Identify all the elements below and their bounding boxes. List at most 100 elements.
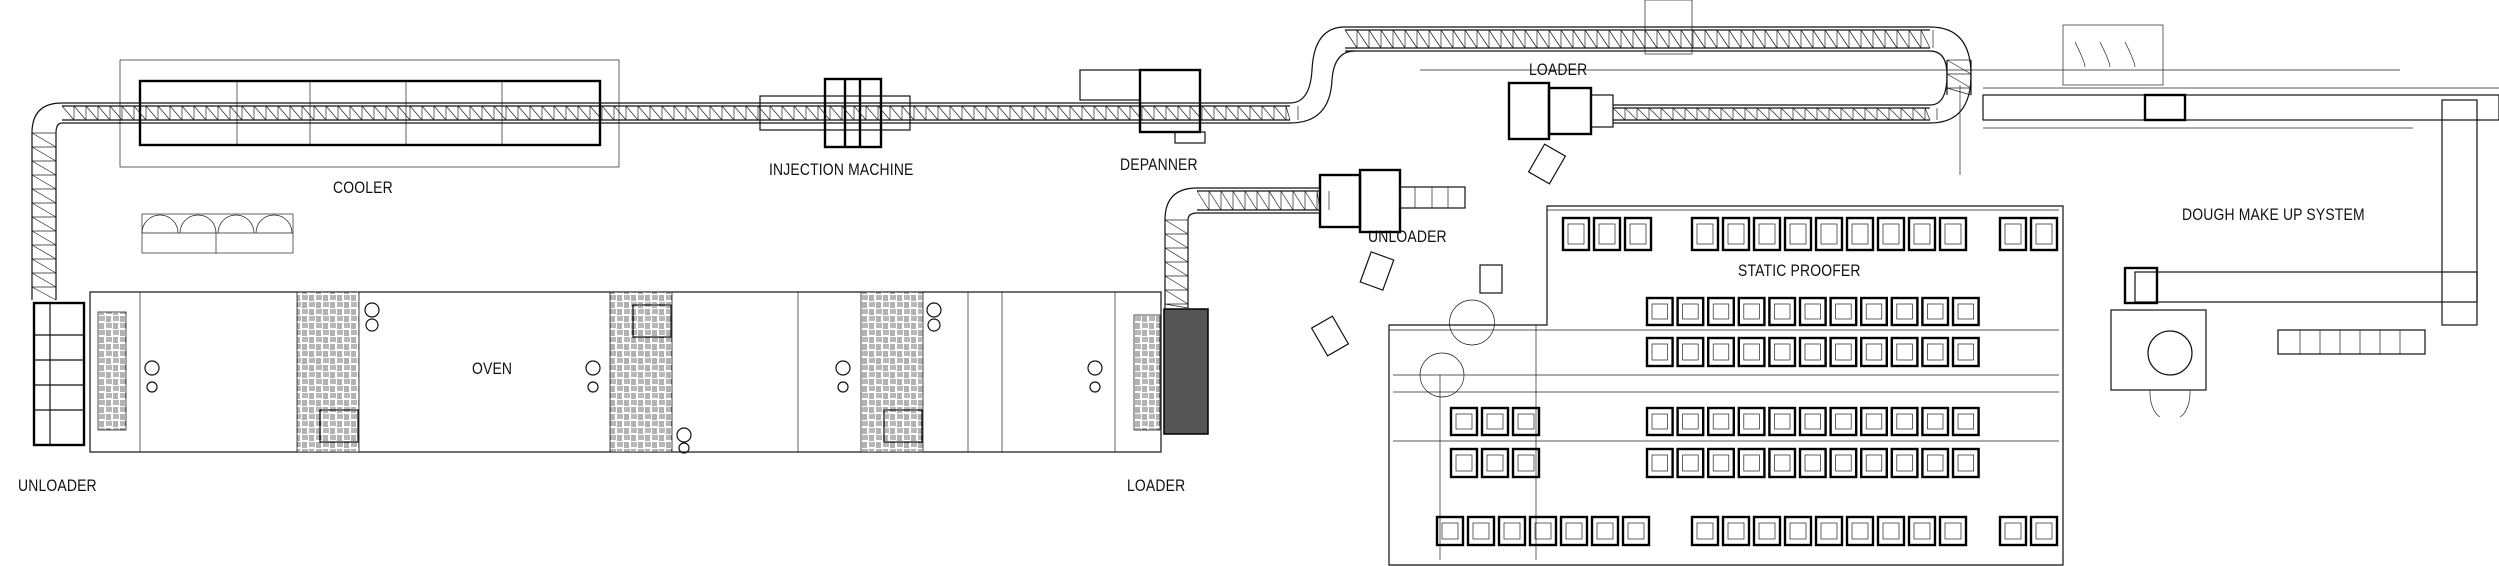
- proofer-cart: [1859, 447, 1888, 479]
- proofer-cart: [1449, 406, 1479, 437]
- proofer-cart: [1938, 216, 1968, 252]
- proofer-cart: [1592, 216, 1622, 252]
- proofer-cart: [1829, 406, 1858, 437]
- proofer-cart: [1435, 515, 1465, 547]
- proofer-cart: [1998, 216, 2028, 252]
- proofer-cart: [1829, 296, 1858, 327]
- proofer-cart: [1676, 447, 1705, 479]
- proofer-cart: [1590, 515, 1620, 547]
- proofer-cart: [1890, 447, 1919, 479]
- conveyor-bend-right: [1164, 187, 1198, 221]
- proofer-cart: [1921, 406, 1950, 437]
- conveyor-rise: [1289, 26, 1356, 124]
- proofer-cart: [1559, 515, 1589, 547]
- proofer-cart: [1845, 216, 1875, 252]
- conveyor-bend-left: [31, 102, 63, 134]
- proofer-cart: [1921, 447, 1950, 479]
- label-loader-top: LOADER: [1529, 60, 1588, 79]
- proofer-cart: [1690, 216, 1720, 252]
- proofer-cart: [1528, 515, 1558, 547]
- proofer-cart: [1737, 296, 1766, 327]
- proofer-cart: [1511, 447, 1541, 479]
- proofer-cart: [1890, 406, 1919, 437]
- proofer-cart: [1814, 515, 1844, 547]
- proofer-cart: [1706, 336, 1735, 368]
- label-oven: OVEN: [472, 359, 513, 378]
- main-conveyor: [61, 102, 1299, 124]
- injection-machine: [759, 77, 911, 149]
- proofer-cart: [2029, 216, 2059, 252]
- loader-infeed-conveyor: [1612, 104, 1938, 124]
- proofer-cart: [1890, 336, 1919, 368]
- proofer-cart: [1645, 447, 1674, 479]
- label-dough-make-up-system: DOUGH MAKE UP SYSTEM: [2182, 205, 2365, 224]
- proofer-cart: [1921, 336, 1950, 368]
- proofer-cart: [1706, 447, 1735, 479]
- depanner: [1079, 68, 1206, 144]
- proofer-cart: [1845, 515, 1875, 547]
- proofer-cart: [1768, 296, 1797, 327]
- proofer-cart: [1561, 216, 1591, 252]
- proofer-cart: [1706, 296, 1735, 327]
- label-cooler: COOLER: [333, 178, 393, 197]
- proofer-cart: [1497, 515, 1527, 547]
- proofer-cart: [1768, 447, 1797, 479]
- proofer-cart: [1737, 406, 1766, 437]
- proofer-cart: [1951, 447, 1980, 479]
- label-loader-bottom: LOADER: [1127, 476, 1186, 495]
- proofer-cart: [1921, 296, 1950, 327]
- label-injection-machine: INJECTION MACHINE: [769, 160, 914, 179]
- proofer-cart: [1907, 515, 1937, 547]
- left-vertical-conveyor: [31, 132, 57, 301]
- proofer-cart: [2029, 515, 2059, 547]
- proofer-cart: [1876, 216, 1906, 252]
- proofer-cart: [1829, 336, 1858, 368]
- proofer-cart: [1511, 406, 1541, 437]
- cooler: [119, 59, 620, 168]
- proofer-cart: [1706, 406, 1735, 437]
- proofer-cart: [1951, 296, 1980, 327]
- proofer-cart: [1623, 216, 1653, 252]
- loader-top-machine: [1507, 81, 1614, 185]
- proofer-cart: [1480, 447, 1510, 479]
- label-static-proofer: STATIC PROOFER: [1738, 261, 1861, 280]
- proofer-cart: [1783, 216, 1813, 252]
- unloader-mid-conveyor: [1196, 187, 1330, 214]
- proofer-cart: [1951, 336, 1980, 368]
- proofer-cart: [1798, 336, 1827, 368]
- proofer-cart: [1783, 515, 1813, 547]
- proofer-cart: [1466, 515, 1496, 547]
- proofer-cart: [1721, 515, 1751, 547]
- proofer-cart: [1768, 406, 1797, 437]
- proofer-cart: [1859, 406, 1888, 437]
- proofer-cart: [1676, 296, 1705, 327]
- oven: [89, 291, 1162, 454]
- proofer-cart: [1998, 515, 2028, 547]
- proofer-cart: [1752, 515, 1782, 547]
- proofer-cart: [1480, 406, 1510, 437]
- proofer-cart: [1798, 296, 1827, 327]
- proofer-cart: [1876, 515, 1906, 547]
- proofer-cart: [1621, 515, 1651, 547]
- proofer-cart: [1645, 406, 1674, 437]
- proofer-cart: [1676, 406, 1705, 437]
- loop-bend-right: [1929, 26, 1972, 124]
- overhead-box: [1644, 0, 1693, 55]
- loop-vertical: [1946, 59, 1972, 96]
- label-depanner: DEPANNER: [1120, 155, 1198, 174]
- loader-bottom: [1163, 308, 1209, 435]
- unloader-left: [32, 301, 86, 447]
- proofer-cart: [1798, 447, 1827, 479]
- label-unloader-mid: UNLOADER: [1368, 227, 1447, 246]
- proofer-cart: [1798, 406, 1827, 437]
- proofer-cart: [1859, 296, 1888, 327]
- proofer-cart: [1951, 406, 1980, 437]
- proofer-cart: [1890, 296, 1919, 327]
- proofer-cart: [1752, 216, 1782, 252]
- unloader-mid-machine: [1310, 168, 1503, 398]
- label-unloader-left: UNLOADER: [18, 476, 97, 495]
- proofer-cart: [1721, 216, 1751, 252]
- upper-loop-conveyor: [1344, 26, 1934, 52]
- cooler-symbol: [141, 213, 294, 254]
